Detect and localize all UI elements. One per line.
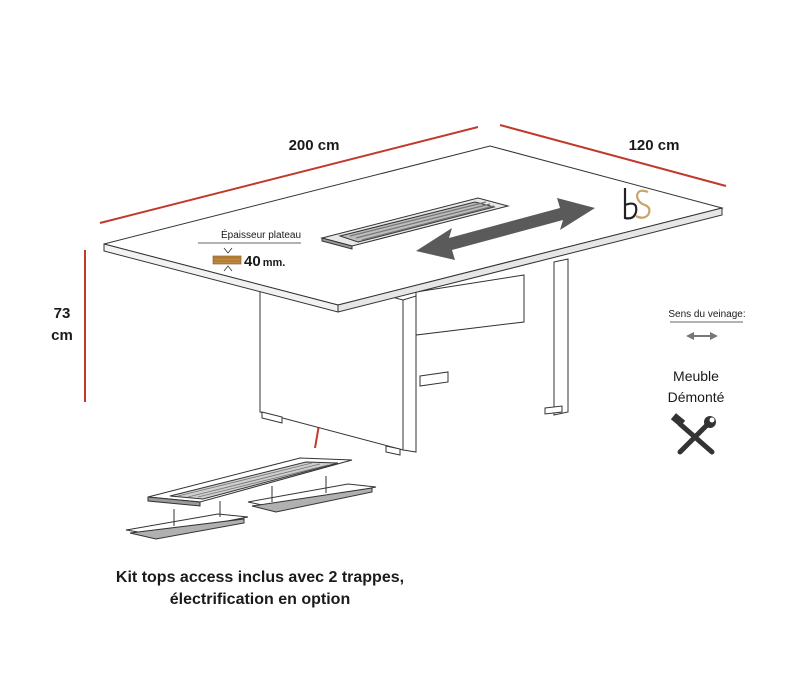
grain-label: Sens du veinage: — [668, 309, 745, 320]
bs-logo-icon — [623, 188, 651, 220]
tray-part-1 — [147, 457, 353, 507]
grain-direction-arrow — [416, 198, 595, 260]
height-value-label: 73 — [54, 305, 71, 322]
caption-line2: électrification en option — [169, 591, 351, 608]
condition-line1: Meuble — [673, 368, 719, 384]
cable-tray-kit — [125, 457, 377, 540]
rear-leg-panel — [415, 258, 569, 416]
thickness-unit: mm. — [263, 257, 286, 269]
width-label: 120 cm — [629, 137, 680, 154]
caption: Kit tops access inclus avec 2 trappes, é… — [60, 567, 460, 611]
thickness-number: 40 — [244, 253, 261, 270]
condition-line2: Démonté — [668, 389, 725, 405]
width-dimension-line — [499, 124, 727, 187]
length-label: 200 cm — [289, 137, 340, 154]
tools-icon — [670, 413, 716, 455]
wood-plank-icon — [212, 247, 242, 272]
front-leg-panel — [259, 259, 417, 456]
double-arrow-icon — [686, 332, 718, 340]
height-unit-label: cm — [51, 327, 73, 344]
thickness-label: Épaisseur plateau — [221, 228, 301, 241]
tray-part-3 — [125, 501, 249, 540]
length-dimension-line — [99, 126, 479, 224]
cable-tray — [320, 197, 510, 250]
tray-part-2 — [247, 476, 377, 513]
caption-line1: Kit tops access inclus avec 2 trappes, — [115, 569, 405, 586]
